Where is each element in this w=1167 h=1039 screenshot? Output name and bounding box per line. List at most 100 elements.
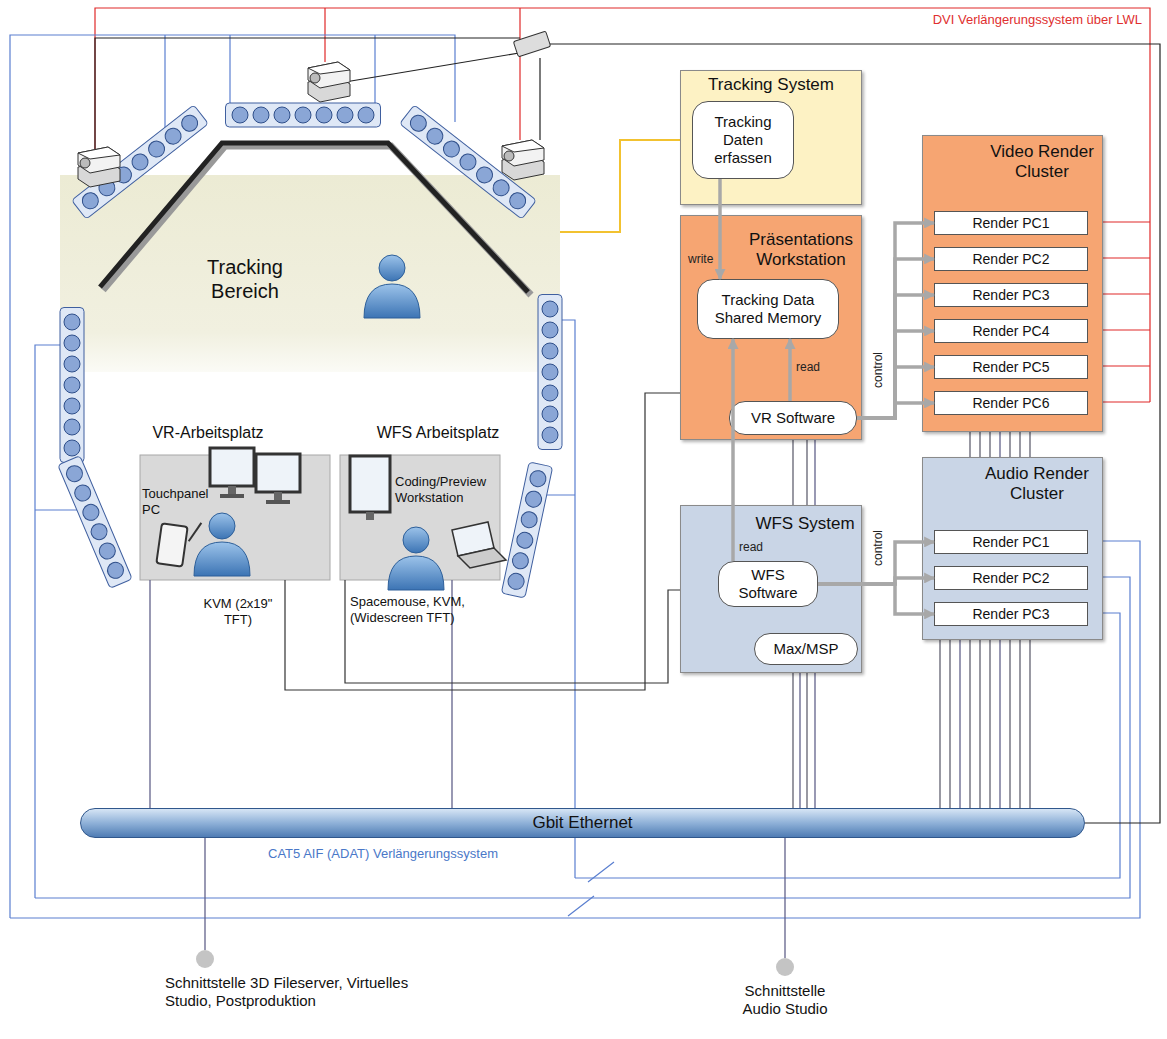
speaker-array — [64, 440, 80, 456]
cluster-panel: Video Render ClusterRender PC1Render PC2… — [922, 135, 1103, 432]
speaker-array — [538, 295, 562, 450]
cat5-adat-lines — [562, 320, 575, 878]
flow-connector — [818, 542, 934, 584]
speaker-array — [105, 560, 126, 581]
flow-connector — [857, 259, 934, 418]
render-pc: Render PC2 — [934, 566, 1088, 591]
node-text: Render PC6 — [972, 395, 1049, 412]
software-pill: WFS Software — [718, 561, 818, 607]
node-text: Tracking System — [686, 75, 856, 95]
node-text: Audio Render Cluster — [973, 464, 1101, 505]
node-text: Render PC4 — [972, 323, 1049, 340]
edge-label: control — [871, 530, 885, 566]
wfs-operator — [388, 527, 444, 590]
cat5-adat-lines — [164, 35, 165, 128]
workplace: WFS Arbeitsplatz — [340, 455, 500, 580]
device-label: Coding/Preview Workstation — [395, 474, 495, 505]
network-lines — [548, 44, 1160, 823]
touchpanel — [189, 521, 202, 542]
speaker-array — [64, 463, 85, 484]
speaker-array — [358, 107, 374, 123]
projection-screen — [100, 143, 528, 292]
speaker-array — [64, 419, 80, 435]
speaker-array — [542, 427, 558, 443]
eth-connector — [959, 640, 960, 808]
flow-connector — [818, 584, 934, 614]
eth-connector — [204, 838, 205, 950]
flow-connector — [857, 331, 934, 418]
device-label: Spacemouse, KVM, (Widescreen TFT) — [350, 594, 475, 625]
cat5-adat-lines — [35, 577, 1130, 898]
node-text: Max/MSP — [773, 640, 838, 658]
speaker-array — [64, 335, 80, 351]
speaker-array — [60, 308, 84, 463]
speaker-array — [178, 112, 200, 134]
system-panel: Tracking SystemTracking Daten erfassen — [680, 70, 862, 205]
speaker-array — [145, 138, 167, 160]
kvm-connector — [285, 393, 680, 690]
eth-connector — [784, 838, 785, 958]
flow-connector — [857, 367, 934, 418]
software-pill: Max/MSP — [754, 633, 858, 665]
memory-pill: Tracking Data Shared Memory — [697, 279, 839, 339]
preview-monitor — [350, 456, 390, 520]
speaker-array — [424, 125, 446, 147]
node-text: Render PC2 — [972, 251, 1049, 268]
node-text: WFS Software — [725, 566, 811, 602]
node-text: VR-Arbeitsplatz — [128, 423, 288, 442]
speaker-array — [274, 107, 290, 123]
interface-port: Schnittstelle 3D Fileserver, Virtuelles … — [165, 950, 415, 1010]
node-text: Render PC1 — [972, 215, 1049, 232]
speaker-array — [89, 521, 110, 542]
speaker-array — [72, 105, 209, 219]
monitor — [256, 454, 300, 504]
speaker-array — [337, 107, 353, 123]
speaker-array — [524, 490, 543, 509]
tracking-area: Tracking Bereich — [60, 175, 560, 372]
speaker-array — [501, 462, 552, 598]
cat5-adat-lines — [35, 509, 80, 510]
cat5-adat-lines — [575, 613, 1120, 878]
node-text: Render PC3 — [972, 606, 1049, 623]
speaker-array — [490, 177, 512, 199]
speaker-array — [64, 356, 80, 372]
speaker-array — [232, 107, 248, 123]
node-text: Tracking Daten erfassen — [699, 113, 787, 167]
network-lines — [539, 58, 540, 140]
speaker-array — [58, 456, 132, 589]
edge-label: read — [739, 540, 763, 554]
cat5-adat-lines — [10, 35, 1140, 918]
cat5-adat-lines — [10, 35, 455, 918]
eth-connector — [799, 673, 800, 808]
port-circle — [776, 958, 794, 976]
speaker-array — [253, 107, 269, 123]
render-pc: Render PC3 — [934, 602, 1088, 627]
speaker-array — [507, 572, 526, 591]
render-pc: Render PC4 — [934, 319, 1088, 344]
flow-connector — [718, 179, 722, 279]
eth-connector — [149, 580, 150, 808]
cat5-adat-lines — [35, 345, 60, 898]
kvm-connector — [345, 580, 680, 683]
cat5-adat-lines — [374, 35, 375, 104]
node-text: Präsentations Workstation — [743, 230, 859, 271]
speaker-array — [542, 343, 558, 359]
speaker-array — [64, 314, 80, 330]
flow-connector — [788, 339, 792, 401]
laptop — [452, 522, 506, 568]
node-text: VR Software — [751, 409, 835, 427]
speaker-array — [473, 164, 495, 186]
line-label: CAT5 AIF (ADAT) Verlängerungssystem — [268, 846, 568, 862]
render-pc: Render PC1 — [934, 211, 1088, 236]
speaker-array — [511, 551, 530, 570]
speaker-array — [528, 469, 547, 488]
edge-label: control — [871, 352, 885, 388]
speaker-array — [542, 322, 558, 338]
speaker-array — [64, 398, 80, 414]
speaker-arrays — [58, 103, 562, 598]
tracked-person — [364, 255, 420, 318]
speaker-array — [542, 385, 558, 401]
flow-connector — [857, 403, 934, 418]
line-label: DVI Verlängerungssystem über LWL — [872, 12, 1142, 28]
speaker-array — [520, 510, 539, 529]
